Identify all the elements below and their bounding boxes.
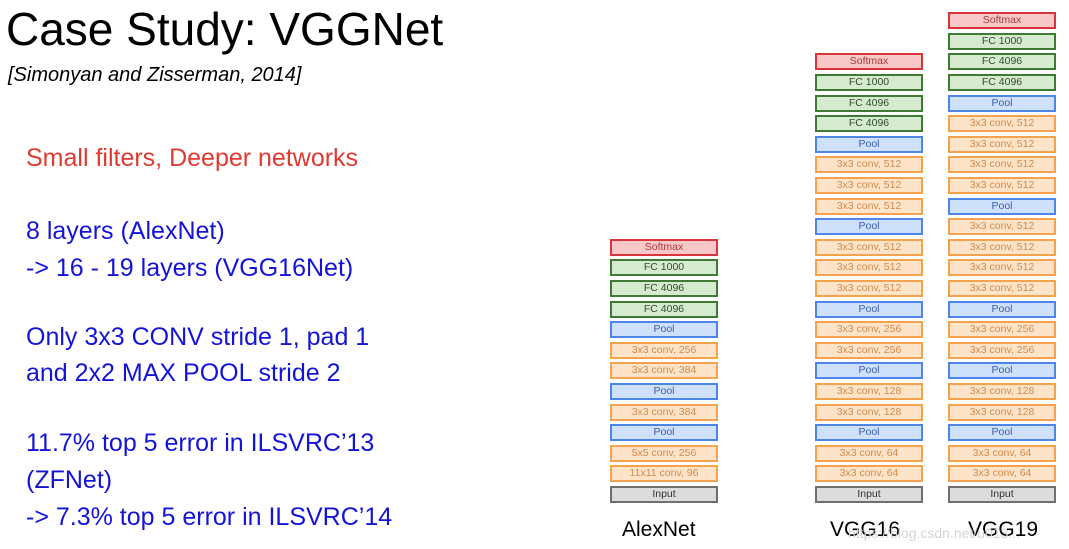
citation: [Simonyan and Zisserman, 2014] xyxy=(8,64,302,86)
conv-layer-block: 3x3 conv, 128 xyxy=(948,403,1056,421)
pool-layer-block: Pool xyxy=(948,424,1056,442)
conv-layer-block: 3x3 conv, 512 xyxy=(815,280,923,297)
conv-layer-block: 3x3 conv, 64 xyxy=(948,444,1056,462)
bullet-line: Only 3x3 CONV stride 1, pad 1 xyxy=(26,323,370,351)
conv-layer-block: 11x11 conv, 96 xyxy=(610,465,718,483)
fc-layer-block: FC 4096 xyxy=(948,74,1056,91)
pool-layer-block: Pool xyxy=(948,197,1056,215)
bullet-line: 11.7% top 5 error in ILSVRC’13 xyxy=(26,429,375,457)
softmax-layer-block: Softmax xyxy=(948,12,1056,30)
pool-layer-block: Pool xyxy=(948,300,1056,318)
softmax-layer-block: Softmax xyxy=(815,53,923,71)
conv-layer-block: 3x3 conv, 64 xyxy=(815,444,923,462)
conv-layer-block: 3x3 conv, 64 xyxy=(815,465,923,483)
conv-layer-block: 3x3 conv, 128 xyxy=(815,383,923,400)
fc-layer-block: FC 1000 xyxy=(948,32,1056,50)
conv-layer-block: 3x3 conv, 512 xyxy=(815,156,923,174)
fc-layer-block: FC 1000 xyxy=(610,259,718,277)
fc-layer-block: FC 4096 xyxy=(815,115,923,133)
bullet-line: Small filters, Deeper networks xyxy=(26,144,359,172)
pool-layer-block: Pool xyxy=(948,362,1056,380)
conv-layer-block: 3x3 conv, 512 xyxy=(948,259,1056,277)
fc-layer-block: FC 4096 xyxy=(948,53,1056,71)
conv-layer-block: 3x3 conv, 512 xyxy=(948,135,1056,153)
conv-layer-block: 3x3 conv, 256 xyxy=(948,321,1056,339)
alexnet-label: AlexNet xyxy=(622,518,696,541)
conv-layer-block: 3x3 conv, 256 xyxy=(815,321,923,339)
pool-layer-block: Pool xyxy=(815,135,923,153)
slide-title: Case Study: VGGNet xyxy=(6,3,444,55)
conv-layer-block: 3x3 conv, 128 xyxy=(815,403,923,421)
bullet-line: 8 layers (AlexNet) xyxy=(26,217,225,245)
conv-layer-block: 3x3 conv, 384 xyxy=(610,362,718,380)
pool-layer-block: Pool xyxy=(815,424,923,442)
pool-layer-block: Pool xyxy=(610,424,718,442)
input-layer-block: Input xyxy=(610,486,718,503)
bullet-line: -> 16 - 19 layers (VGG16Net) xyxy=(26,254,354,282)
conv-layer-block: 3x3 conv, 512 xyxy=(948,115,1056,133)
pool-layer-block: Pool xyxy=(815,300,923,318)
conv-layer-block: 3x3 conv, 512 xyxy=(948,156,1056,174)
pool-layer-block: Pool xyxy=(948,94,1056,112)
fc-layer-block: FC 1000 xyxy=(815,74,923,91)
pool-layer-block: Pool xyxy=(610,383,718,400)
conv-layer-block: 3x3 conv, 512 xyxy=(948,218,1056,236)
fc-layer-block: FC 4096 xyxy=(610,300,718,318)
watermark: https://blog.csdn.net/u013... xyxy=(848,525,1021,541)
conv-layer-block: 3x3 conv, 512 xyxy=(815,259,923,277)
pool-layer-block: Pool xyxy=(815,218,923,236)
conv-layer-block: 3x3 conv, 256 xyxy=(815,341,923,359)
input-layer-block: Input xyxy=(948,486,1056,503)
bullet-line: (ZFNet) xyxy=(26,466,113,494)
conv-layer-block: 3x3 conv, 128 xyxy=(948,383,1056,400)
conv-layer-block: 3x3 conv, 512 xyxy=(815,238,923,256)
conv-layer-block: 3x3 conv, 512 xyxy=(948,280,1056,297)
conv-layer-block: 3x3 conv, 64 xyxy=(948,465,1056,483)
conv-layer-block: 3x3 conv, 256 xyxy=(610,341,718,359)
conv-layer-block: 3x3 conv, 384 xyxy=(610,403,718,421)
pool-layer-block: Pool xyxy=(815,362,923,380)
bullet-line: and 2x2 MAX POOL stride 2 xyxy=(26,359,341,387)
conv-layer-block: 3x3 conv, 256 xyxy=(948,341,1056,359)
softmax-layer-block: Softmax xyxy=(610,238,718,256)
conv-layer-block: 3x3 conv, 512 xyxy=(815,177,923,194)
conv-layer-block: 3x3 conv, 512 xyxy=(948,238,1056,256)
vgg19-label: VGG19 xyxy=(968,518,1039,541)
fc-layer-block: FC 4096 xyxy=(815,94,923,112)
conv-layer-block: 5x5 conv, 256 xyxy=(610,444,718,462)
pool-layer-block: Pool xyxy=(610,321,718,339)
bullet-line: -> 7.3% top 5 error in ILSVRC’14 xyxy=(26,503,393,531)
input-layer-block: Input xyxy=(815,486,923,503)
conv-layer-block: 3x3 conv, 512 xyxy=(815,197,923,215)
fc-layer-block: FC 4096 xyxy=(610,280,718,297)
conv-layer-block: 3x3 conv, 512 xyxy=(948,177,1056,194)
vgg16-label: VGG16 xyxy=(830,518,901,541)
